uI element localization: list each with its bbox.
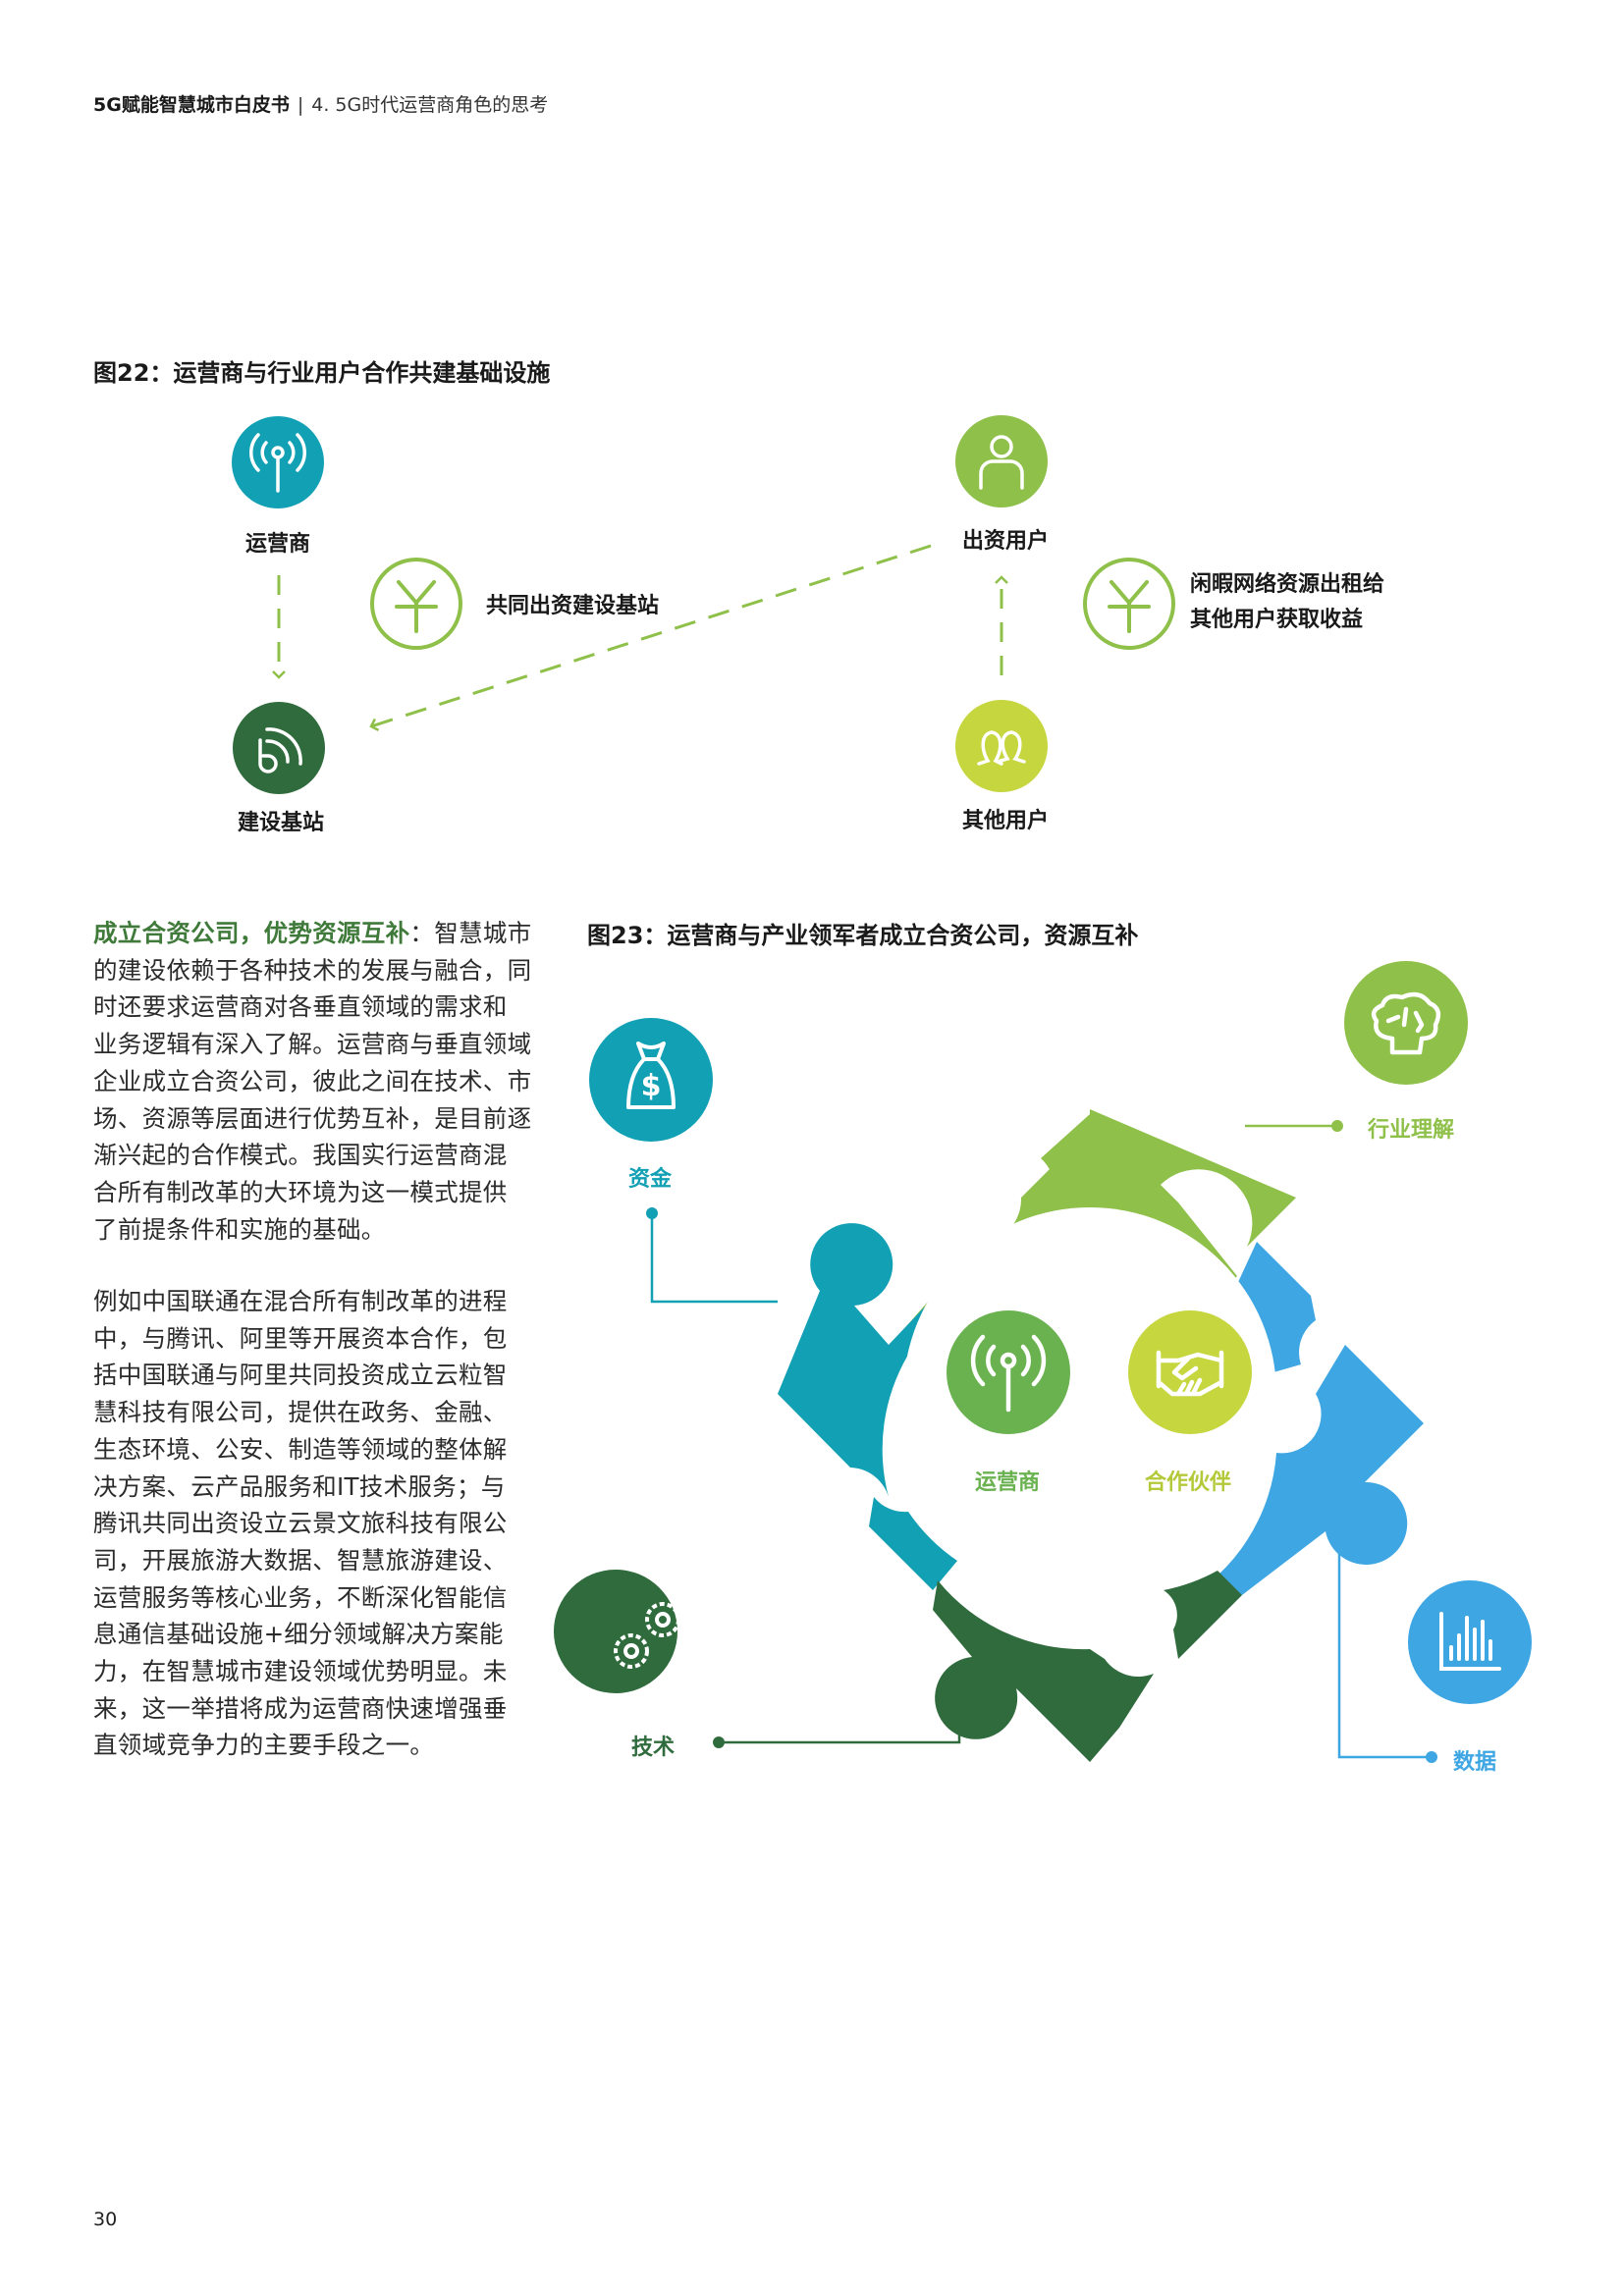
- fig22-arrows: [272, 544, 1008, 731]
- running-header: 5G赋能智慧城市白皮书 | 4. 5G时代运营商角色的思考: [93, 90, 548, 117]
- capital-connector: [646, 1207, 778, 1304]
- page-number: 30: [93, 2209, 118, 2230]
- technology-label: 技术: [631, 1735, 676, 1760]
- lease-note-line2: 其他用户获取收益: [1190, 608, 1364, 632]
- base-station-node-icon: [233, 702, 325, 794]
- operator-node-icon: [232, 416, 324, 508]
- antenna-icon: [970, 1334, 1047, 1413]
- data-resource-icon: [1408, 1580, 1532, 1704]
- investor-user-label: 出资用户: [961, 529, 1050, 554]
- handshake-icon: [1156, 1350, 1224, 1397]
- center-operator-icon: [947, 1310, 1070, 1434]
- bar-chart-icon: [1439, 1612, 1501, 1671]
- base-station-label: 建设基站: [237, 811, 325, 835]
- paragraph-unicom-example: 例如中国联通在混合所有制改革的进程 中，与腾讯、阿里等开展资本合作，包 括中国联…: [93, 1287, 508, 1760]
- document-title: 5G赋能智慧城市白皮书: [93, 94, 290, 116]
- puzzle-diagram: [778, 1109, 1424, 1762]
- operator-label: 运营商: [244, 532, 311, 557]
- money-bag-icon: [626, 1041, 676, 1109]
- header-separator: |: [297, 94, 304, 116]
- data-connector: [1337, 1541, 1437, 1763]
- gears-icon: [614, 1602, 680, 1669]
- center-operator-label: 运营商: [975, 1470, 1041, 1495]
- center-partner-icon: [1128, 1310, 1252, 1434]
- dollar-sign-icon: $: [641, 1069, 662, 1103]
- signal-icon: [258, 727, 302, 774]
- investor-user-node-icon: [955, 415, 1048, 507]
- industry-label: 行业理解: [1368, 1118, 1455, 1143]
- paragraph-lead: 成立合资公司，优势资源互补: [93, 919, 410, 947]
- figure23-title: 图23：运营商与产业领军者成立合资公司，资源互补: [587, 922, 1139, 949]
- co-invest-note: 共同出资建设基站: [486, 594, 660, 618]
- other-users-node-icon: [955, 700, 1048, 792]
- yuan-coin-icon: [370, 558, 462, 650]
- figure22-title: 图22：运营商与行业用户合作共建基础设施: [93, 359, 551, 387]
- lease-note: 闲暇网络资源出租给 其他用户获取收益: [1190, 567, 1384, 638]
- section-title: 4. 5G时代运营商角色的思考: [311, 94, 549, 116]
- industry-resource-icon: [1344, 961, 1468, 1085]
- users-icon: [977, 730, 1026, 766]
- antenna-icon: [249, 433, 306, 493]
- user-icon: [979, 435, 1024, 490]
- brain-icon: [1371, 991, 1441, 1055]
- industry-connector: [1245, 1120, 1343, 1132]
- capital-resource-icon: $: [589, 1018, 713, 1142]
- paragraph-joint-venture: 成立合资公司，优势资源互补：智慧城市 的建设依赖于各种技术的发展与融合，同 时还…: [93, 919, 532, 1244]
- technology-connector: [713, 1723, 961, 1748]
- data-label: 数据: [1453, 1750, 1497, 1775]
- center-partner-label: 合作伙伴: [1145, 1470, 1232, 1495]
- yuan-coin-icon: [1083, 558, 1175, 650]
- capital-label: 资金: [628, 1167, 673, 1192]
- technology-resource-icon: [554, 1570, 680, 1693]
- lease-note-line1: 闲暇网络资源出租给: [1190, 572, 1385, 597]
- other-user-label: 其他用户: [961, 809, 1050, 833]
